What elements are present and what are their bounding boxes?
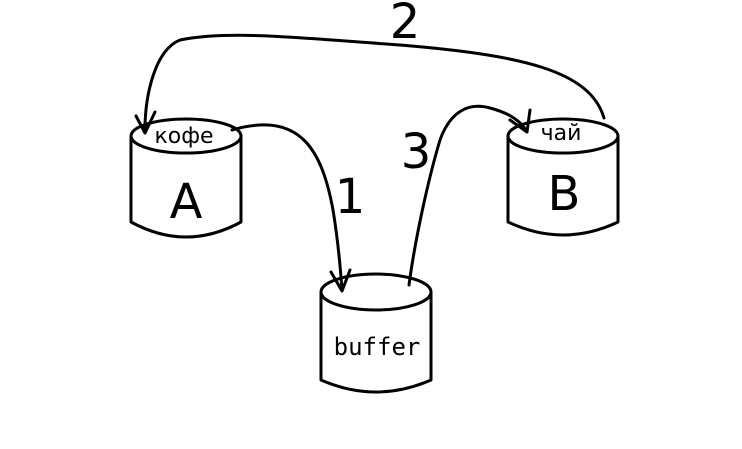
container-buffer-name-label: buffer xyxy=(334,333,421,361)
step-2-label: 2 xyxy=(390,0,421,50)
container-buffer-rim xyxy=(319,272,433,312)
container-a-name-label: A xyxy=(170,174,203,230)
step-1-label: 1 xyxy=(335,169,366,225)
step-3-arrow: 3 xyxy=(401,104,532,287)
container-b-name-label: B xyxy=(548,166,581,222)
container-a-body xyxy=(129,134,243,239)
step-3-arrowhead xyxy=(508,108,532,134)
step-1-arrow: 1 xyxy=(230,123,366,293)
step-1-arrowhead xyxy=(329,268,352,293)
step-2-path xyxy=(143,33,606,132)
container-buffer-body xyxy=(319,290,433,394)
step-3-label: 3 xyxy=(401,124,432,180)
container-b: чай B xyxy=(506,117,620,237)
step-2-arrow: 2 xyxy=(134,0,606,135)
step-1-path xyxy=(230,123,344,292)
container-a: кофе A xyxy=(129,117,243,239)
container-a-content-label: кофе xyxy=(154,124,213,149)
step-3-path xyxy=(407,104,528,287)
container-b-body xyxy=(506,134,620,237)
step-2-arrowhead xyxy=(134,110,157,135)
container-b-content-label: чай xyxy=(541,121,582,146)
container-buffer: buffer xyxy=(319,272,433,394)
